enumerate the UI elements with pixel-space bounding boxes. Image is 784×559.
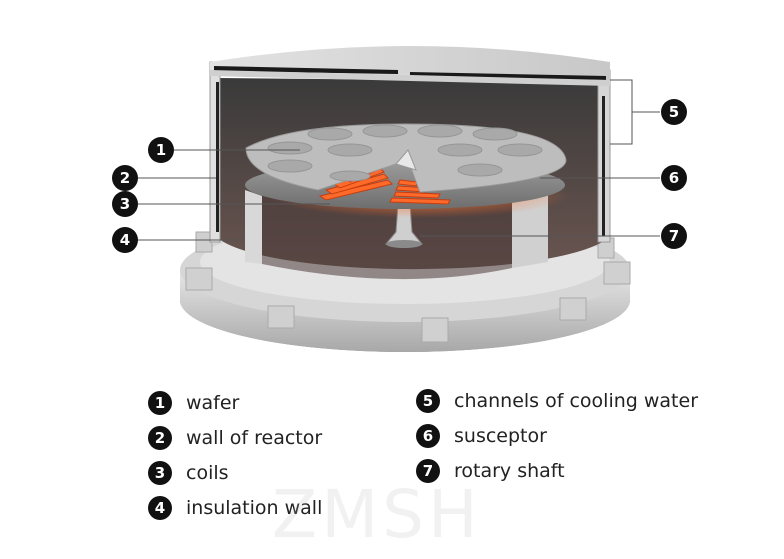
callout-badge-4-text: 4 [120, 231, 130, 249]
callout-badge-7-text: 7 [669, 227, 679, 245]
callout-badge-6: 6 [661, 165, 687, 191]
legend-item-wall-of-reactor: 2 wall of reactor [148, 425, 322, 451]
legend-label: wall of reactor [186, 427, 323, 449]
callout-badge-1: 1 [148, 137, 174, 163]
callout-badge-5-text: 5 [669, 103, 679, 121]
legend-item-insulation-wall: 4 insulation wall [148, 495, 322, 521]
legend-label: susceptor [454, 425, 547, 447]
leader-bracket-5 [610, 79, 633, 145]
legend-label: coils [186, 462, 229, 484]
legend-number: 5 [416, 389, 440, 413]
legend-label: insulation wall [186, 497, 323, 519]
callout-badge-7: 7 [661, 223, 687, 249]
legend-item-cooling-water: 5 channels of cooling water [416, 388, 698, 414]
callout-badge-2: 2 [112, 165, 138, 191]
wafer-platter [245, 123, 567, 193]
callout-badge-1-text: 1 [156, 141, 166, 159]
legend-item-susceptor: 6 susceptor [416, 423, 547, 449]
callout-badge-3: 3 [112, 191, 138, 217]
callout-badge-3-text: 3 [120, 195, 130, 213]
callout-badge-4: 4 [112, 227, 138, 253]
legend-label: rotary shaft [454, 460, 565, 482]
reactor-lid [210, 46, 610, 86]
leader-lines [138, 79, 660, 241]
legend-number: 4 [148, 496, 172, 520]
legend-number: 3 [148, 461, 172, 485]
callout-badge-6-text: 6 [669, 169, 679, 187]
legend-number: 7 [416, 459, 440, 483]
legend-item-coils: 3 coils [148, 460, 229, 486]
legend-number: 2 [148, 426, 172, 450]
legend-label: channels of cooling water [454, 390, 699, 412]
legend-number: 1 [148, 391, 172, 415]
callout-badge-5: 5 [661, 99, 687, 125]
legend-item-wafer: 1 wafer [148, 390, 239, 416]
legend-number: 6 [416, 424, 440, 448]
watermark: ZMSH [272, 476, 482, 553]
legend-label: wafer [186, 392, 240, 414]
legend-item-rotary-shaft: 7 rotary shaft [416, 458, 565, 484]
callout-badge-2-text: 2 [120, 169, 130, 187]
